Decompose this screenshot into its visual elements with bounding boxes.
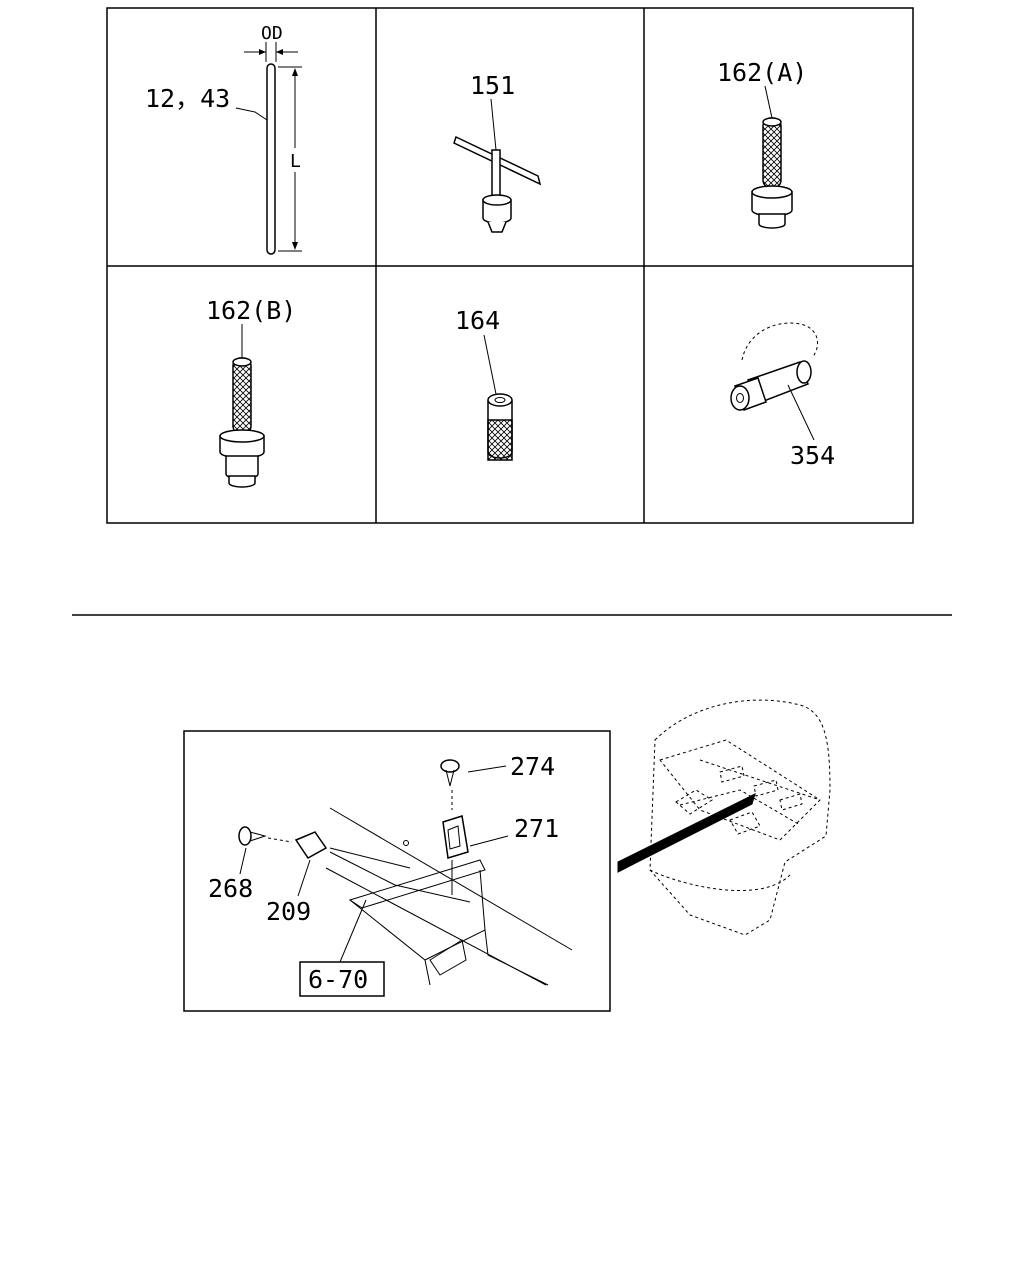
reference-label: 6-70 — [308, 965, 368, 994]
callout-151: 151 — [470, 71, 515, 100]
detail-frame — [183, 730, 611, 1012]
callout-271: 271 — [514, 814, 559, 843]
reference-box — [299, 961, 385, 997]
callout-162-b: 162(B) — [206, 296, 296, 325]
cap-with-chain-illustration — [730, 322, 819, 441]
callout-354: 354 — [790, 441, 835, 470]
dimension-l-label: L — [290, 151, 301, 172]
assembly-detail — [183, 730, 611, 1012]
knurled-sleeve-illustration — [483, 334, 513, 461]
callout-209: 209 — [266, 897, 311, 926]
vehicle-overview — [617, 699, 831, 936]
callout-162-a: 162(A) — [717, 58, 807, 87]
callout-274: 274 — [510, 752, 555, 781]
t-handle-tool-illustration — [453, 98, 542, 233]
callout-268: 268 — [208, 874, 253, 903]
parts-grid — [106, 7, 914, 524]
rod-illustration — [235, 42, 302, 255]
bolt-a-illustration — [751, 85, 793, 229]
dimension-od-label: OD — [261, 23, 283, 44]
callout-12-43: 12，43 — [145, 84, 230, 113]
bolt-b-illustration — [219, 324, 265, 488]
callout-164: 164 — [455, 306, 500, 335]
